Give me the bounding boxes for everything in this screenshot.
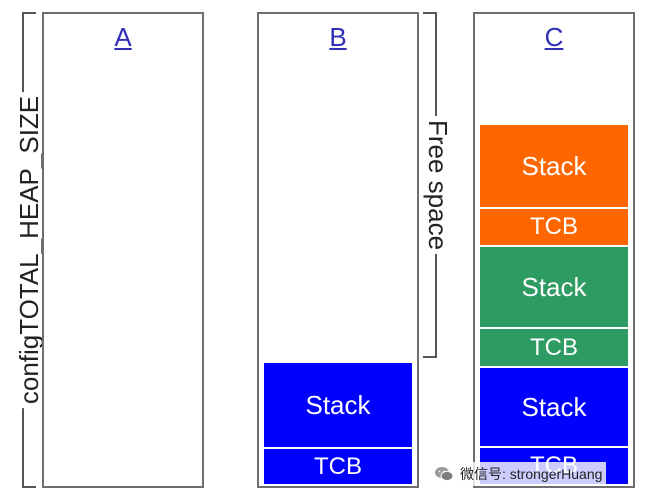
stack-block: Stack xyxy=(480,247,628,327)
column-a-title: A xyxy=(114,22,132,52)
column-b-title: B xyxy=(329,22,347,52)
tcb-block: TCB xyxy=(480,329,628,366)
watermark-text: 微信号: strongerHuang xyxy=(460,466,603,482)
wechat-icon xyxy=(435,467,454,482)
heap-size-label: configTOTAL_HEAP_SIZE xyxy=(14,91,44,409)
column-c: C Stack TCB Stack TCB Stack TCB xyxy=(473,12,635,488)
column-b: B Stack TCB xyxy=(257,12,419,488)
watermark: 微信号: strongerHuang xyxy=(430,462,607,486)
column-c-title: C xyxy=(544,22,564,52)
stack-block: Stack xyxy=(480,125,628,207)
tcb-block: TCB xyxy=(264,449,412,484)
column-a: A xyxy=(42,12,204,488)
tcb-block: TCB xyxy=(480,209,628,245)
stack-block: Stack xyxy=(480,368,628,446)
stack-block: Stack xyxy=(264,363,412,447)
free-space-label: Free space xyxy=(423,115,453,255)
